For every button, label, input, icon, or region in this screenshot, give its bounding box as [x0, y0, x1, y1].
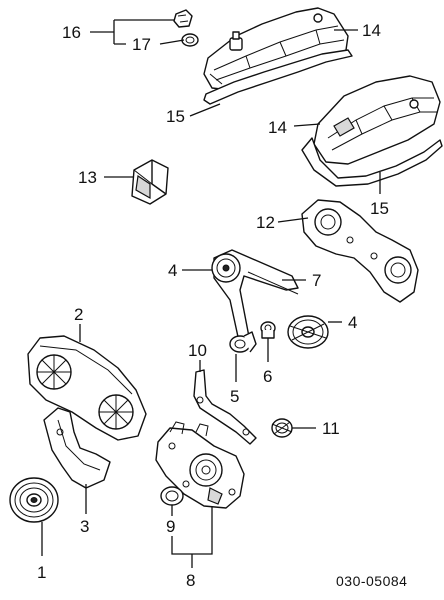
part-16-oil-cap	[173, 9, 193, 28]
callout-15-lower: 15	[370, 199, 389, 218]
callout-17: 17	[132, 35, 151, 54]
callout-4-left: 4	[168, 261, 177, 280]
part-6-idler	[260, 321, 276, 339]
callout-12: 12	[256, 213, 275, 232]
part-13-bracket	[131, 159, 169, 205]
callout-4-right: 4	[348, 313, 357, 332]
callout-5: 5	[230, 387, 239, 406]
part-9-oil-seal	[160, 486, 184, 506]
leader-lines	[41, 19, 381, 568]
part-2-front-cover	[27, 335, 147, 441]
callout-15-upper: 15	[166, 107, 185, 126]
part-3-lower-cover	[43, 407, 111, 489]
callout-1: 1	[37, 563, 46, 582]
part-15-gasket-lower	[301, 137, 443, 187]
callout-11: 11	[322, 419, 340, 438]
callout-3: 3	[80, 517, 89, 536]
callout-14-lower: 14	[268, 118, 287, 137]
callout-2: 2	[74, 305, 83, 324]
callout-10: 10	[188, 341, 207, 360]
callout-labels: 16 17 14 15 14 15 13 12 4 7 4 2 10 5 6 1…	[37, 21, 389, 590]
part-14-valve-cover-lower	[313, 75, 441, 165]
part-10-bracket	[193, 369, 257, 445]
part-12-rear-cover	[301, 199, 419, 303]
part-5-tensioner	[229, 331, 257, 353]
callout-9: 9	[166, 517, 175, 536]
callout-13: 13	[78, 168, 97, 187]
part-11-crank-sprocket	[271, 418, 293, 438]
part-15-gasket-upper	[203, 49, 353, 105]
part-4-timing-belt	[211, 249, 299, 347]
callout-14-upper: 14	[362, 21, 381, 40]
part-4-cam-sprocket	[287, 315, 329, 349]
callout-8: 8	[186, 571, 195, 590]
callout-16: 16	[62, 23, 81, 42]
callout-6: 6	[263, 367, 272, 386]
callout-7: 7	[312, 271, 321, 290]
part-7-belt-segment	[247, 271, 299, 295]
part-1-crank-pulley	[9, 477, 59, 523]
diagram-code: 030-05084	[336, 573, 407, 589]
part-17-cap-gasket	[181, 33, 199, 47]
